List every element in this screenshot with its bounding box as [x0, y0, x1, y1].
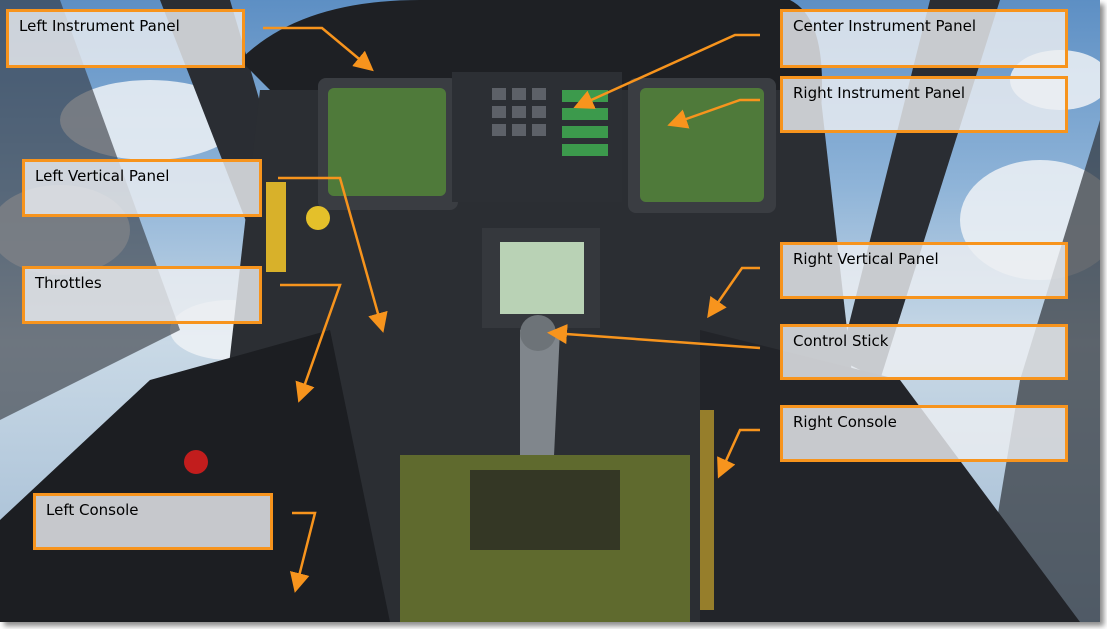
arrow-throttles: [280, 283, 342, 403]
label-left-vertical-panel: Left Vertical Panel: [22, 159, 262, 217]
label-center-instrument-panel: Center Instrument Panel: [780, 9, 1068, 68]
arrow-left-console: [289, 511, 317, 593]
arrow-control-stick: [547, 324, 761, 350]
label-left-instrument-panel: Left Instrument Panel: [6, 9, 245, 68]
arrow-left-instrument-panel: [263, 26, 374, 72]
left-mfd: [328, 88, 446, 196]
arrow-left-vertical-panel: [278, 176, 388, 333]
arrow-right-instrument-panel: [667, 98, 760, 129]
arrow-right-console: [717, 428, 760, 479]
arrow-center-instrument-panel: [573, 33, 760, 109]
label-throttles: Throttles: [22, 266, 262, 324]
label-right-vertical-panel: Right Vertical Panel: [780, 242, 1068, 299]
label-right-instrument-panel: Right Instrument Panel: [780, 76, 1068, 133]
center-map-display: [500, 242, 584, 314]
label-right-console: Right Console: [780, 405, 1068, 462]
label-left-console: Left Console: [33, 493, 273, 550]
arrow-right-vertical-panel: [707, 266, 760, 319]
label-control-stick: Control Stick: [780, 324, 1068, 380]
